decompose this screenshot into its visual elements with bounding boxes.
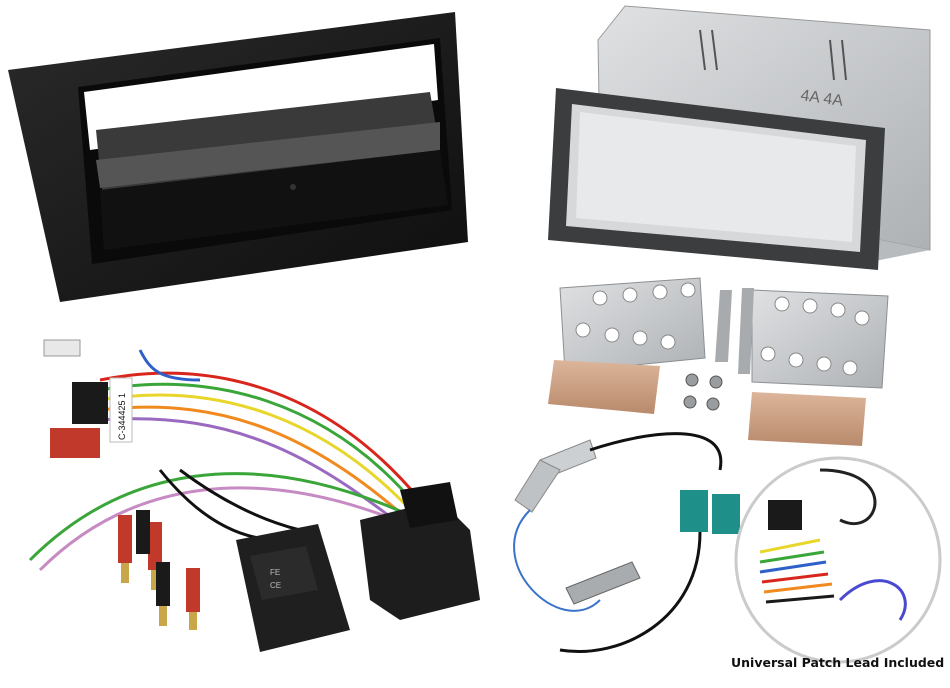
harness-label: C-344425 1 — [109, 377, 133, 443]
interface-line-1: FE — [270, 568, 280, 577]
center-strips — [715, 288, 754, 374]
harness-connector-right — [360, 482, 480, 620]
harness-label-text: C-344425 1 — [117, 393, 127, 440]
copper-plates — [548, 360, 866, 446]
patch-lead-caption: Universal Patch Lead Included — [731, 655, 945, 670]
double-din-frame — [548, 88, 885, 270]
patch-lead-circle — [734, 456, 942, 664]
antenna-adapter — [513, 432, 740, 653]
harness-connector-left — [43, 339, 108, 458]
interface-line-2: CE — [270, 581, 281, 590]
screws — [683, 373, 723, 411]
svg-text:4A 4A: 4A 4A — [799, 87, 844, 110]
right-side-bracket — [751, 289, 889, 389]
steering-control-interface: FE CE — [236, 524, 350, 652]
single-din-fascia — [8, 12, 468, 302]
left-side-bracket — [559, 277, 706, 373]
rca-plugs — [118, 510, 200, 630]
